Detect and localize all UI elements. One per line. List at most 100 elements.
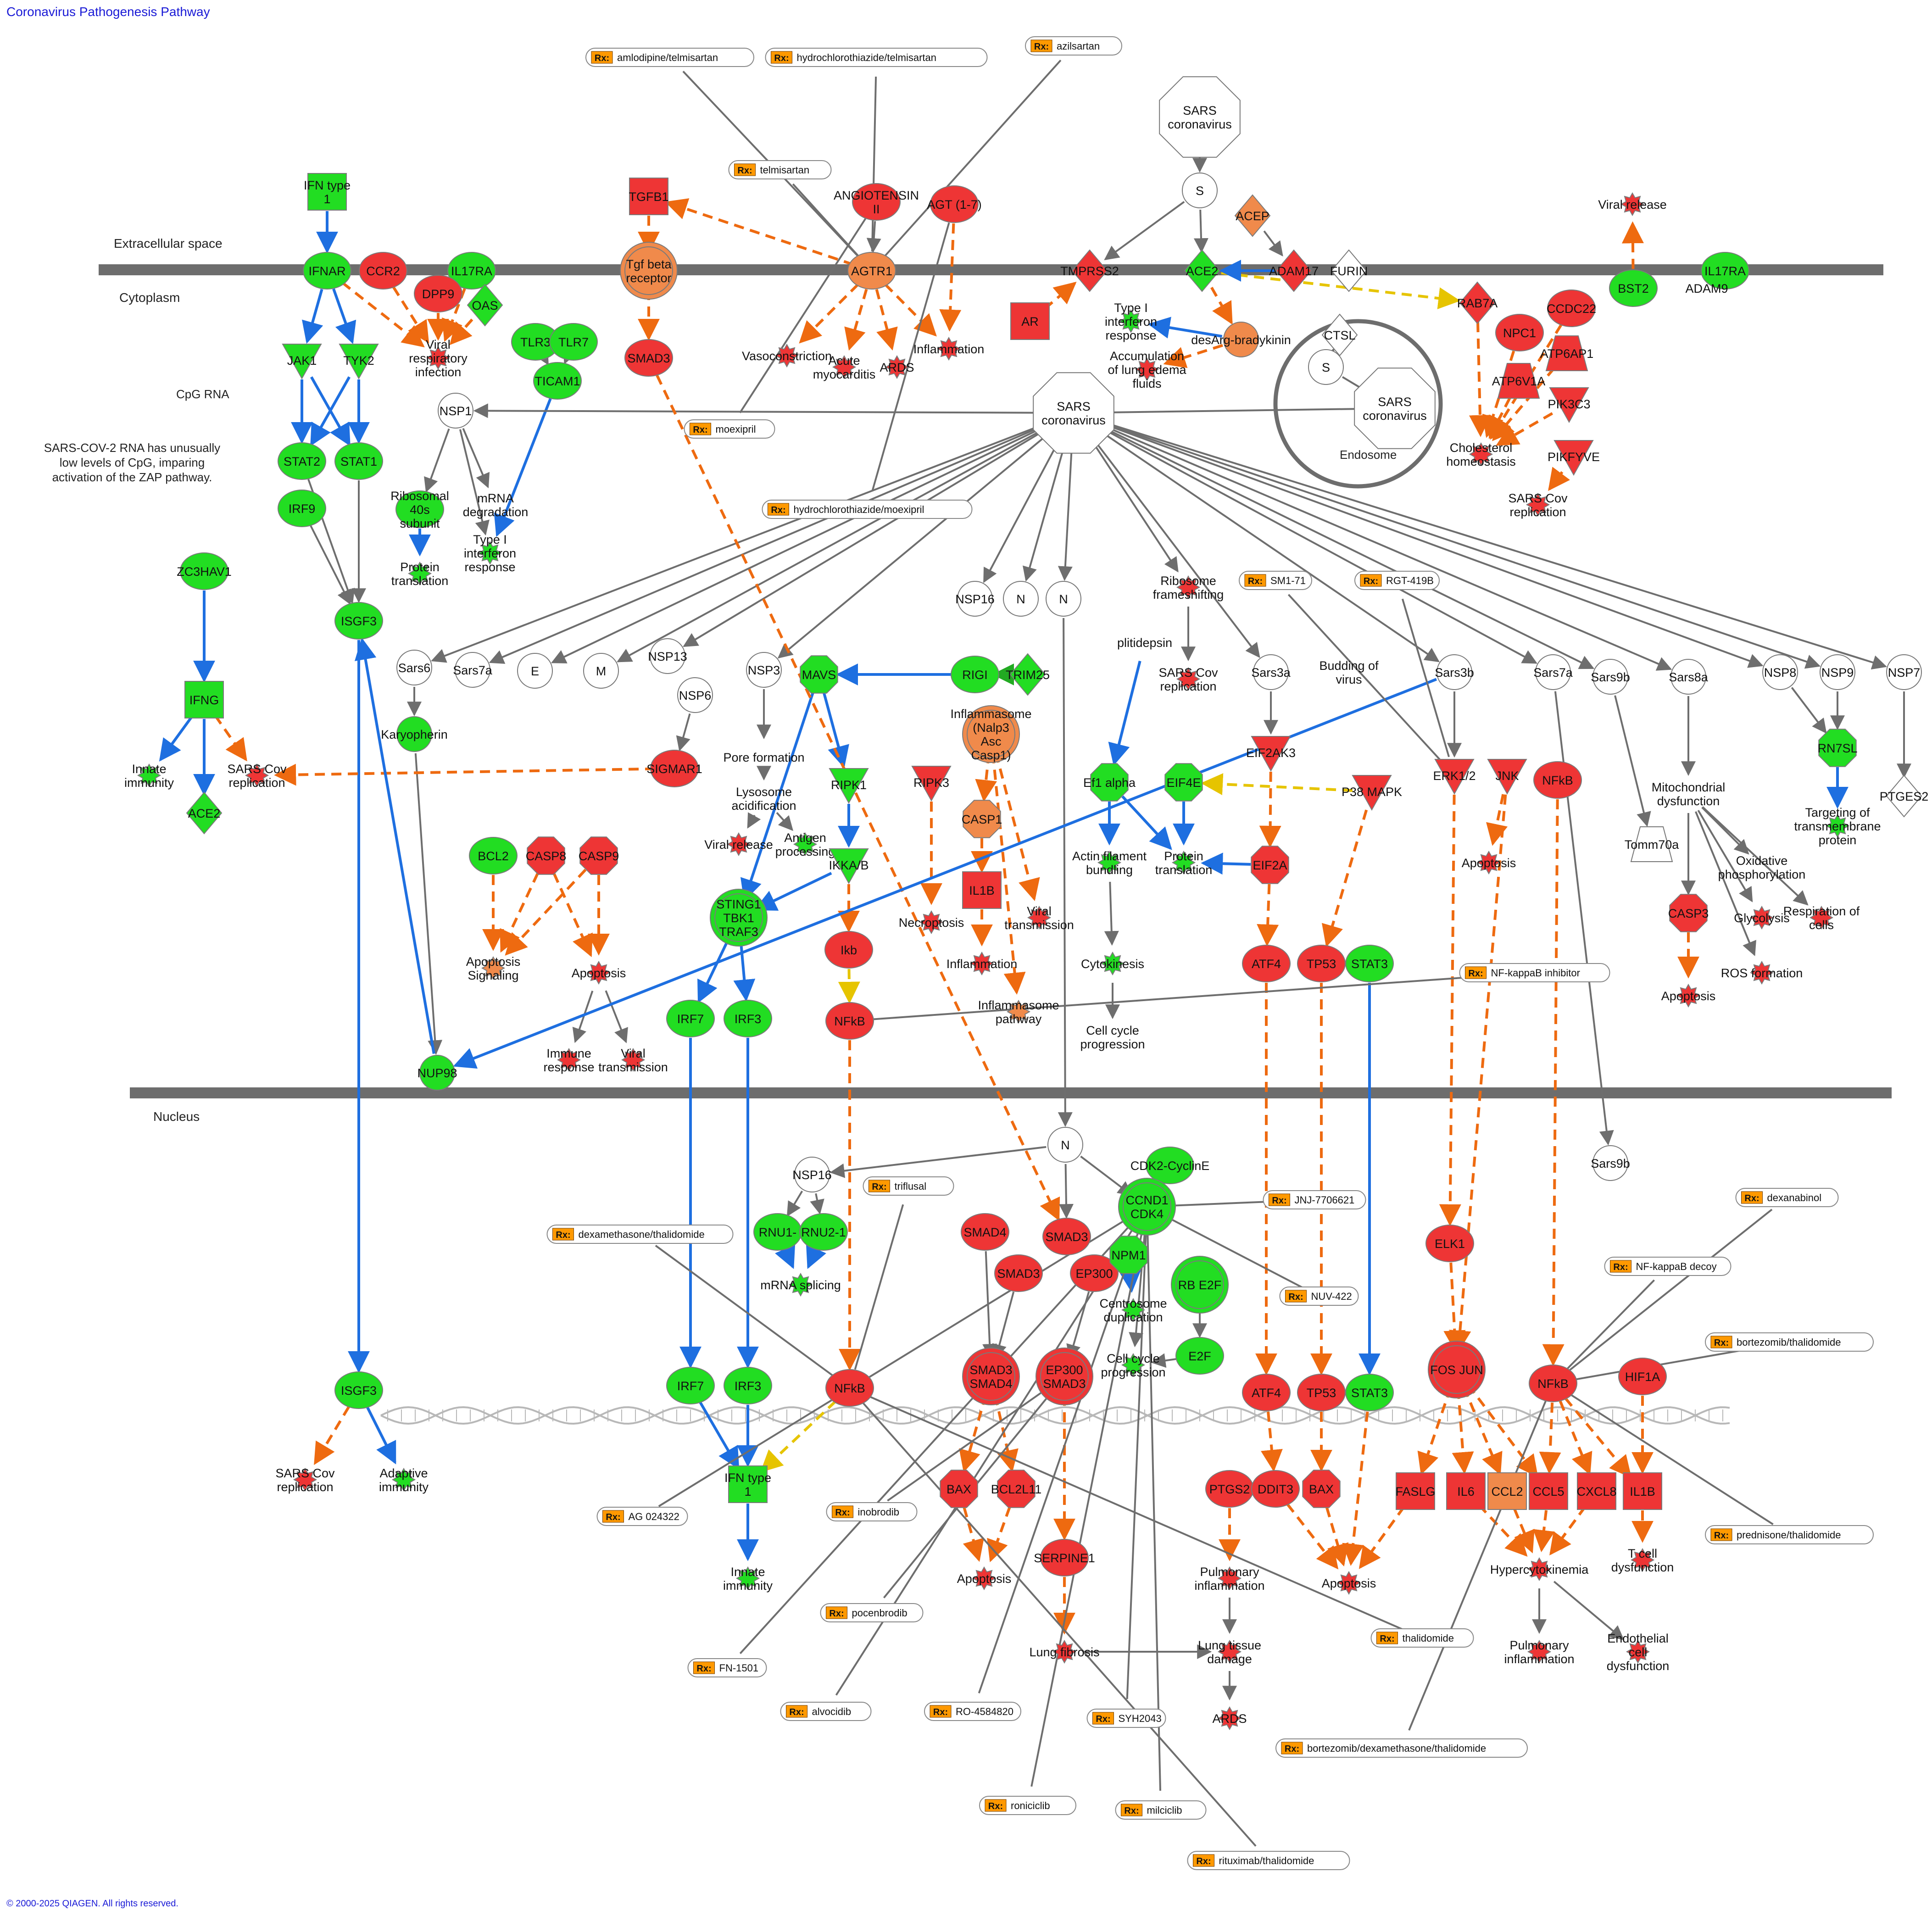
drug-d_hcmoex[interactable]: Rx:hydrochlorothiazide/moexipril — [762, 500, 973, 519]
node-elk1[interactable]: ELK1 — [1425, 1225, 1474, 1262]
node-eif2a[interactable]: EIF2A — [1251, 846, 1289, 884]
node-casp1[interactable]: CASP1 — [962, 800, 1002, 838]
node-ards2[interactable]: ARDS — [1212, 1706, 1247, 1731]
node-sars8a[interactable]: Sars8a — [1669, 659, 1709, 695]
node-ticam1[interactable]: TICAM1 — [533, 362, 582, 400]
drug-d_dexab[interactable]: Rx:dexanabinol — [1735, 1188, 1839, 1207]
node-ace2a[interactable]: ACE2 — [1184, 249, 1220, 292]
node-hif1a[interactable]: HIF1A — [1618, 1358, 1667, 1395]
node-ifnar[interactable]: IFNAR — [303, 252, 351, 290]
node-rbe2f[interactable]: RB E2F — [1171, 1256, 1229, 1314]
drug-d_moex[interactable]: Rx:moexipril — [684, 419, 775, 439]
node-vasocon[interactable]: Vasoconstriction — [742, 343, 832, 368]
node-npm1[interactable]: NPM1 — [1109, 1236, 1148, 1274]
drug-d_azil[interactable]: Rx:azilsartan — [1025, 36, 1122, 56]
node-il1b1[interactable]: IL1B — [962, 871, 1002, 909]
node-atp6ap1[interactable]: ATP6AP1 — [1540, 335, 1594, 371]
node-jak1[interactable]: JAK1 — [282, 344, 322, 380]
node-adam17[interactable]: ADAM17 — [1269, 249, 1319, 292]
node-fosjun[interactable]: FOS JUN — [1428, 1341, 1486, 1398]
node-stat1[interactable]: STAT1 — [334, 442, 383, 480]
node-tomm70a[interactable]: Tomm70a — [1625, 826, 1680, 862]
drug-d_ronic[interactable]: Rx:roniciclib — [979, 1796, 1076, 1815]
node-sigmar1[interactable]: SIGMAR1 — [646, 750, 702, 787]
node-cxcl8[interactable]: CXCL8 — [1576, 1472, 1617, 1510]
node-agtr1[interactable]: AGTR1 — [847, 252, 896, 290]
node-irf9[interactable]: IRF9 — [278, 490, 326, 527]
node-ripk3[interactable]: RIPK3 — [911, 766, 952, 802]
node-isgf3a[interactable]: ISGF3 — [334, 602, 383, 640]
node-rosform[interactable]: ROS formation — [1721, 960, 1803, 985]
node-viralrel[interactable]: Viral release — [1598, 192, 1667, 217]
node-apop1[interactable]: Apoptosis — [572, 960, 626, 985]
node-bax1[interactable]: BAX — [940, 1470, 978, 1508]
node-necro[interactable]: Necroptosis — [899, 910, 964, 935]
node-eif4e[interactable]: EIF4E — [1164, 763, 1203, 802]
node-apop2[interactable]: Apoptosis — [1462, 850, 1516, 875]
node-tp53a[interactable]: TP53 — [1297, 945, 1346, 982]
node-smad3b[interactable]: SMAD3 — [1042, 1218, 1091, 1255]
node-e2f[interactable]: E2F — [1175, 1337, 1224, 1375]
drug-d_jnj[interactable]: Rx:JNJ-7706621 — [1263, 1190, 1366, 1209]
node-irf3b[interactable]: IRF3 — [724, 1367, 772, 1404]
node-sars9b2[interactable]: Sars9b — [1591, 1145, 1630, 1181]
node-ripk1[interactable]: RIPK1 — [829, 768, 869, 804]
node-rigi[interactable]: RIGI — [951, 656, 999, 693]
node-nfkb3[interactable]: NFkB — [825, 1369, 874, 1407]
drug-d_bdt[interactable]: Rx:bortezomib/dexamethasone/thalidomide — [1275, 1738, 1528, 1758]
node-pik3c3[interactable]: PIK3C3 — [1548, 387, 1591, 423]
node-casp9[interactable]: CASP9 — [579, 836, 619, 875]
node-p38[interactable]: P38 MAPK — [1342, 775, 1402, 811]
node-lungfib[interactable]: Lung fibrosis — [1029, 1639, 1100, 1664]
drug-d_ro[interactable]: Rx:RO-4584820 — [924, 1702, 1021, 1721]
node-il17ra2[interactable]: IL17RA — [1701, 252, 1749, 290]
node-n2[interactable]: N — [1046, 581, 1081, 617]
drug-d_nfkbi[interactable]: Rx:NF-kappaB inhibitor — [1459, 963, 1610, 982]
node-smad3c[interactable]: SMAD3 — [994, 1254, 1043, 1292]
node-agt17[interactable]: AGT (1-7) — [927, 185, 982, 223]
node-cytokin[interactable]: Cytokinesis — [1081, 951, 1144, 976]
drug-d_nuv[interactable]: Rx:NUV-422 — [1279, 1287, 1359, 1306]
drug-d_syh[interactable]: Rx:SYH2043 — [1086, 1709, 1166, 1728]
node-ptges2[interactable]: PTGES2 — [1880, 774, 1929, 818]
drug-d_borthal[interactable]: Rx:bortezomib/thalidomide — [1705, 1332, 1874, 1352]
node-desarg[interactable]: desArg-bradykinin — [1191, 322, 1291, 357]
node-furin[interactable]: FURIN — [1330, 249, 1368, 292]
node-ccl5[interactable]: CCL5 — [1529, 1472, 1568, 1510]
drug-d_thal[interactable]: Rx:thalidomide — [1370, 1628, 1474, 1648]
node-npc1[interactable]: NPC1 — [1495, 314, 1544, 351]
node-tlr3[interactable]: TLR3 — [511, 323, 560, 361]
node-nfkb1[interactable]: NFkB — [825, 1002, 874, 1040]
node-inflam2[interactable]: Inflammation — [947, 951, 1018, 976]
node-eif2ak3[interactable]: EIF2AK3 — [1246, 736, 1296, 772]
node-stat3a[interactable]: STAT3 — [1345, 945, 1394, 982]
node-nsp7[interactable]: NSP7 — [1886, 654, 1922, 690]
node-nsp6[interactable]: NSP6 — [677, 677, 713, 713]
node-tp53b[interactable]: TP53 — [1297, 1374, 1346, 1411]
